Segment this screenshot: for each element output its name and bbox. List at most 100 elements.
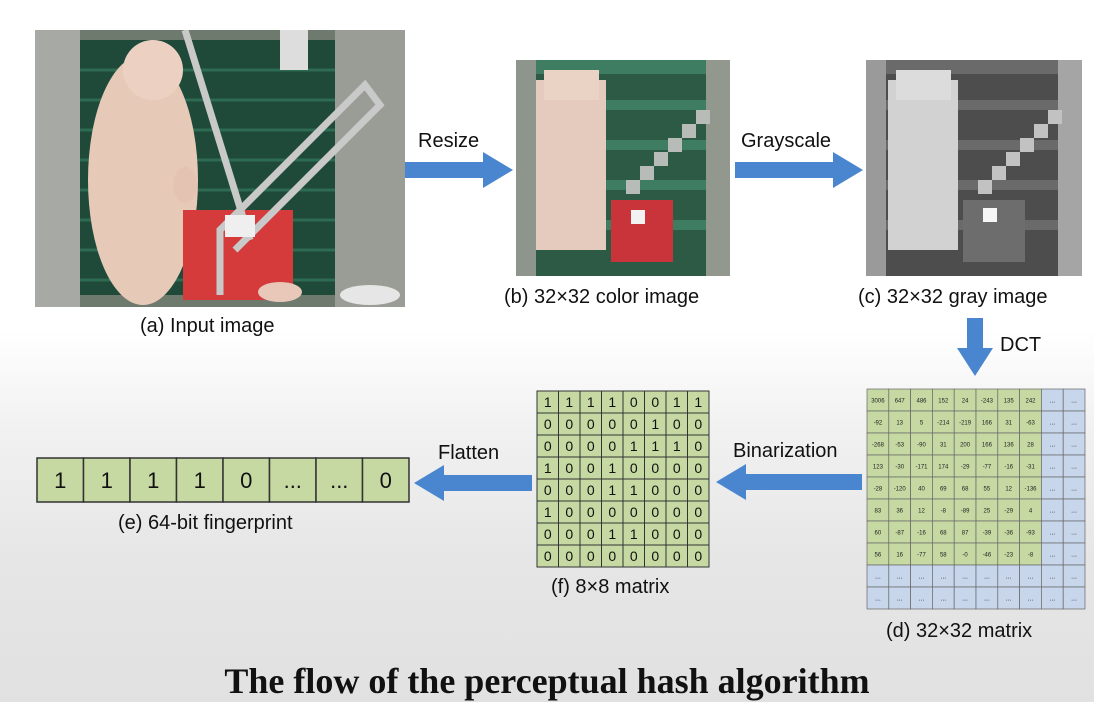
dct-ellipsis: ... [1071, 442, 1077, 449]
caption-input-image: (a) Input image [140, 315, 275, 337]
binary-value: 0 [565, 526, 573, 542]
dct-ellipsis: ... [1049, 530, 1055, 537]
dct-value: 60 [875, 531, 882, 537]
dct-value: 68 [962, 487, 969, 493]
dct-value: -29 [961, 465, 970, 471]
dct-value: 28 [1027, 443, 1034, 449]
fingerprint-cell [268, 457, 317, 503]
dct-value: -28 [874, 487, 883, 493]
dct-value: -171 [915, 465, 928, 471]
dct-value: 16 [896, 553, 903, 559]
binary-value: 1 [630, 526, 638, 542]
binary-value: 0 [565, 438, 573, 454]
dct-value: -120 [894, 487, 907, 493]
dct-ellipsis: ... [919, 596, 925, 603]
binary-value: 1 [694, 394, 702, 410]
dct-value: -214 [937, 421, 950, 427]
binary-value: 0 [544, 548, 552, 564]
binary-value: 0 [694, 438, 702, 454]
grayscale-label: Grayscale [741, 130, 832, 152]
binary-value: 0 [651, 482, 659, 498]
dct-value: 174 [938, 465, 949, 471]
fingerprint-cell [222, 457, 271, 503]
binary-value: 1 [651, 438, 659, 454]
dct-ellipsis: ... [962, 596, 968, 603]
dct-ellipsis: ... [1006, 574, 1012, 581]
binary-value: 0 [673, 482, 681, 498]
dct-ellipsis: ... [919, 574, 925, 581]
fingerprint-bit: ... [330, 468, 348, 493]
flatten-arrow [414, 465, 532, 501]
dct-value: -8 [941, 509, 947, 515]
flatten-label: Flatten [438, 442, 500, 464]
binary-value: 0 [694, 548, 702, 564]
binary-value: 0 [565, 548, 573, 564]
binary-value: 0 [673, 526, 681, 542]
dct-value: -92 [874, 421, 883, 427]
dct-value: -39 [983, 531, 992, 537]
dct-value: -268 [872, 443, 885, 449]
binary-value: 1 [630, 482, 638, 498]
gray-32-image [866, 60, 1082, 276]
dct-value: -16 [917, 531, 926, 537]
caption-dct-matrix: (d) 32×32 matrix [886, 620, 1033, 642]
dct-ellipsis: ... [940, 574, 946, 581]
fingerprint-cell [129, 457, 178, 503]
binary-value: 1 [565, 394, 573, 410]
dct-value: 136 [1004, 443, 1015, 449]
dct-value: -243 [981, 399, 994, 405]
dct-value: 13 [896, 421, 903, 427]
binary-value: 0 [651, 526, 659, 542]
dct-value: 40 [918, 487, 925, 493]
dct-value: -0 [962, 553, 968, 559]
dct-ellipsis: ... [1049, 398, 1055, 405]
dct-value: 58 [940, 553, 947, 559]
dct-value: 24 [962, 399, 969, 405]
binary-value: 0 [651, 504, 659, 520]
input-image [35, 28, 405, 307]
fingerprint-bit: 1 [101, 468, 113, 493]
caption-binary-matrix: (f) 8×8 matrix [551, 576, 670, 598]
dct-ellipsis: ... [962, 574, 968, 581]
dct-value: 36 [896, 509, 903, 515]
dct-ellipsis: ... [940, 596, 946, 603]
binarization-label: Binarization [733, 440, 838, 462]
dct-value: 56 [875, 553, 882, 559]
binary-value: 0 [608, 416, 616, 432]
dct-value: 4 [1029, 509, 1033, 515]
binary-value: 0 [694, 416, 702, 432]
binary-value: 0 [565, 460, 573, 476]
binary-value: 0 [694, 460, 702, 476]
dct-value: 5 [920, 421, 924, 427]
binary-value: 0 [651, 460, 659, 476]
binary-value: 0 [608, 548, 616, 564]
dct-ellipsis: ... [1049, 596, 1055, 603]
dct-value: 55 [984, 487, 991, 493]
binary-value: 0 [630, 394, 638, 410]
dct-ellipsis-cell [1062, 586, 1086, 610]
dct-ellipsis: ... [1071, 530, 1077, 537]
grayscale-arrow [735, 152, 863, 188]
binary-value: 1 [608, 460, 616, 476]
dct-ellipsis: ... [1071, 508, 1077, 515]
dct-ellipsis: ... [875, 596, 881, 603]
dct-value: 31 [1005, 421, 1012, 427]
dct-ellipsis: ... [1006, 596, 1012, 603]
resize-label: Resize [418, 130, 480, 152]
binary-value: 0 [673, 548, 681, 564]
binary-value: 0 [630, 548, 638, 564]
dct-ellipsis: ... [1028, 574, 1034, 581]
binary-value: 1 [651, 416, 659, 432]
binarization-arrow [716, 464, 862, 500]
binary-value: 0 [587, 526, 595, 542]
dct-value: -77 [983, 465, 992, 471]
binary-value: 0 [694, 526, 702, 542]
color-32-image [516, 60, 730, 276]
dct-ellipsis: ... [984, 596, 990, 603]
dct-value: 242 [1025, 399, 1036, 405]
binary-value: 0 [608, 504, 616, 520]
dct-ellipsis: ... [897, 574, 903, 581]
dct-value: 166 [982, 443, 993, 449]
